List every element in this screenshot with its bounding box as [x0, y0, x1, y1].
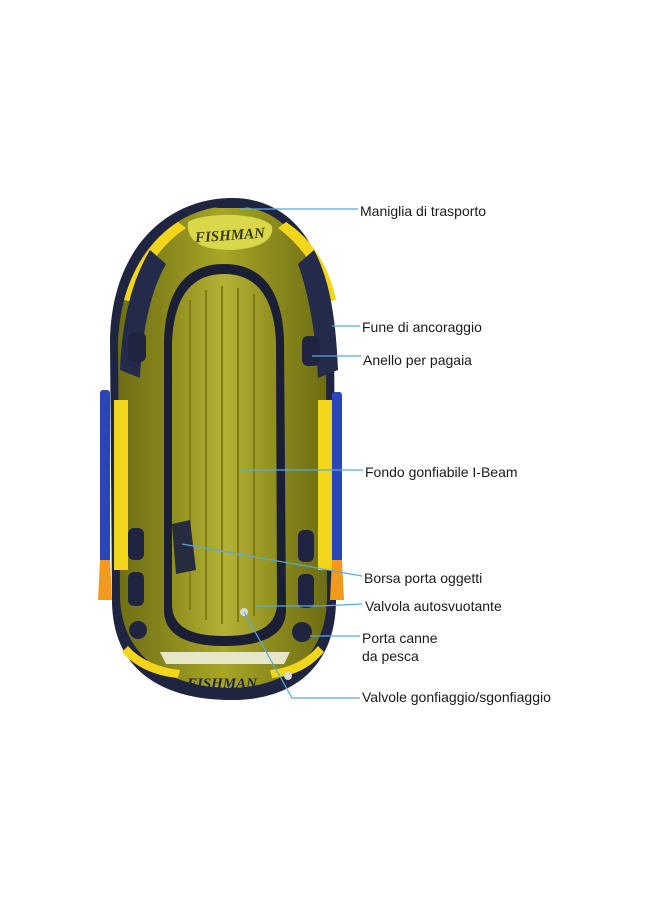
callout-text: Valvole gonfiaggio/sgonfiaggio [362, 689, 551, 705]
leader-borsa [181, 543, 363, 577]
callout-text: Borsa porta oggetti [364, 570, 483, 586]
stern-white-band [160, 652, 290, 664]
inflation-valve [284, 672, 292, 680]
storage-bag [172, 520, 196, 574]
stern-yellow-left [122, 646, 180, 678]
bow-logo-plate [187, 214, 273, 250]
callout-valvola-autosvuotante: Valvola autosvuotante [365, 597, 502, 615]
stern-brand-text: FISHMAN [186, 676, 258, 692]
rod-holder-left [129, 621, 147, 639]
leader-valvole [243, 611, 360, 699]
inflatable-boat-illustration: FISHMAN FISHMAN [98, 198, 344, 700]
callout-fondo-gonfiabile: Fondo gonfiabile I-Beam [365, 463, 518, 481]
callout-text: Valvola autosvuotante [365, 598, 502, 614]
callout-maniglia-di-trasporto: Maniglia di trasporto [360, 202, 486, 220]
carry-handle [214, 200, 248, 208]
side-handle-right [298, 530, 314, 562]
callout-text-line-1: Porta canne [362, 630, 438, 646]
callout-valvole-gonfiaggio: Valvole gonfiaggio/sgonfiaggio [362, 688, 551, 706]
side-handle-left [128, 528, 144, 560]
bow-brand-text: FISHMAN [194, 225, 267, 246]
oar-right [332, 392, 342, 570]
oar-blade-left [98, 560, 112, 600]
callout-borsa-porta-oggetti: Borsa porta oggetti [364, 569, 482, 587]
leader-valvola [256, 603, 363, 607]
callout-text: Fondo gonfiabile I-Beam [365, 464, 518, 480]
callout-text-line-2: da pesca [362, 648, 419, 664]
leader-lines [181, 208, 363, 699]
callout-anello-per-pagaia: Anello per pagaia [363, 351, 472, 369]
rod-holder-right [292, 622, 312, 642]
paddle-ring-right [302, 336, 320, 366]
callout-text: Fune di ancoraggio [362, 319, 482, 335]
callout-porta-canne-da-pesca: Porta canne da pesca [362, 629, 438, 665]
callout-text: Maniglia di trasporto [360, 203, 487, 219]
floor-i-beam [172, 274, 277, 636]
oar-left [100, 390, 110, 570]
side-handle-left-2 [128, 572, 144, 606]
oar-blade-right [330, 560, 344, 600]
callout-fune-di-ancoraggio: Fune di ancoraggio [362, 318, 482, 336]
bow-dark-panel-right [298, 250, 338, 378]
stern-yellow-right [270, 646, 324, 678]
callout-text: Anello per pagaia [363, 352, 472, 368]
side-handle-right-2 [298, 574, 314, 608]
side-yellow-stripe-right [318, 400, 332, 570]
paddle-ring-left [128, 332, 146, 362]
side-yellow-stripe-left [114, 400, 128, 570]
